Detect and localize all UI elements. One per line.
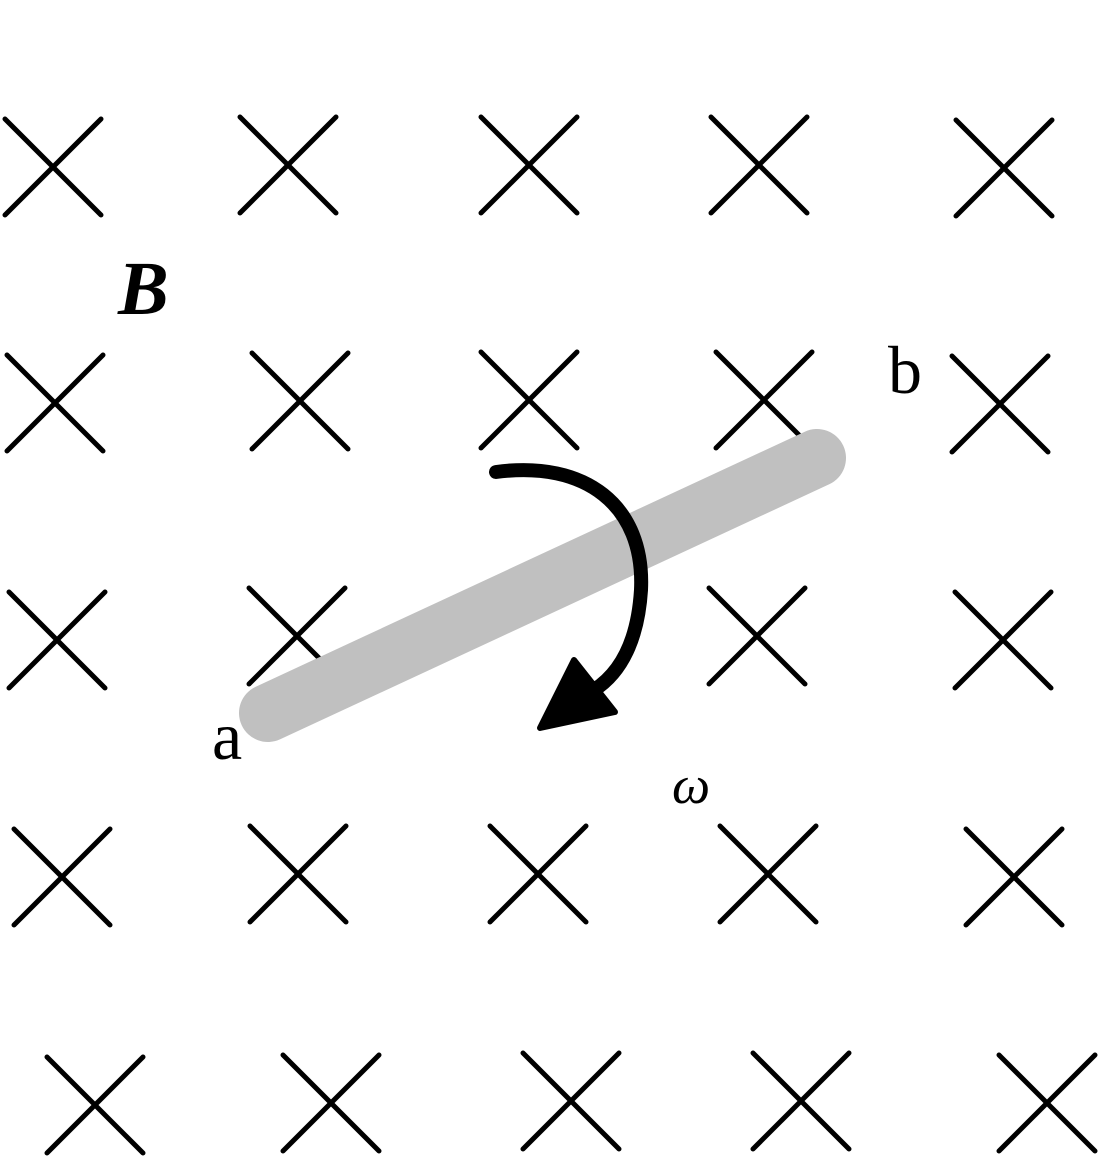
cross-stroke bbox=[280, 1052, 382, 1154]
cross-stroke bbox=[750, 1050, 852, 1152]
field-cross-icon bbox=[750, 1050, 852, 1152]
cross-stroke bbox=[963, 826, 1065, 928]
field-cross-icon bbox=[996, 1052, 1098, 1154]
field-cross-icon bbox=[520, 1050, 622, 1152]
rotation-arrow bbox=[489, 463, 649, 731]
conducting-rod bbox=[239, 429, 846, 742]
cross-stroke bbox=[949, 353, 1051, 455]
field-cross-icon bbox=[706, 585, 808, 687]
cross-stroke bbox=[487, 823, 589, 925]
field-cross-icon bbox=[249, 350, 351, 452]
cross-stroke bbox=[717, 823, 819, 925]
field-cross-icon bbox=[4, 352, 106, 454]
cross-stroke bbox=[713, 349, 815, 451]
rotation-arc bbox=[489, 463, 649, 697]
field-label: B bbox=[117, 247, 169, 331]
cross-stroke bbox=[996, 1052, 1098, 1154]
field-cross-icon bbox=[708, 114, 810, 216]
cross-stroke bbox=[706, 585, 808, 687]
field-cross-icon bbox=[487, 823, 589, 925]
cross-stroke bbox=[952, 589, 1054, 691]
field-cross-icon bbox=[6, 589, 108, 691]
cross-stroke bbox=[249, 350, 351, 452]
cross-stroke bbox=[478, 114, 580, 216]
cross-stroke bbox=[478, 349, 580, 451]
field-cross-icon bbox=[963, 826, 1065, 928]
field-cross-icon bbox=[952, 589, 1054, 691]
field-cross-icon bbox=[949, 353, 1051, 455]
cross-stroke bbox=[11, 826, 113, 928]
field-cross-icon bbox=[2, 116, 104, 218]
cross-stroke bbox=[44, 1054, 146, 1156]
field-cross-icon bbox=[713, 349, 815, 451]
cross-stroke bbox=[247, 823, 349, 925]
field-cross-icon bbox=[478, 349, 580, 451]
cross-stroke bbox=[237, 114, 339, 216]
cross-stroke bbox=[4, 352, 106, 454]
cross-stroke bbox=[520, 1050, 622, 1152]
cross-stroke bbox=[246, 585, 348, 687]
rod-end-a-label: a bbox=[212, 698, 242, 774]
cross-stroke bbox=[953, 117, 1055, 219]
rotation-arrowhead bbox=[537, 657, 618, 731]
rod-end-b-label: b bbox=[888, 332, 922, 408]
field-cross-icon bbox=[478, 114, 580, 216]
field-cross-icon bbox=[717, 823, 819, 925]
cross-stroke bbox=[708, 114, 810, 216]
field-cross-icon bbox=[11, 826, 113, 928]
field-cross-icon bbox=[953, 117, 1055, 219]
field-cross-icon bbox=[280, 1052, 382, 1154]
field-cross-icon bbox=[44, 1054, 146, 1156]
angular-velocity-label: ω bbox=[672, 755, 710, 815]
cross-stroke bbox=[2, 116, 104, 218]
field-cross-icon bbox=[237, 114, 339, 216]
cross-stroke bbox=[6, 589, 108, 691]
field-cross-icon bbox=[247, 823, 349, 925]
